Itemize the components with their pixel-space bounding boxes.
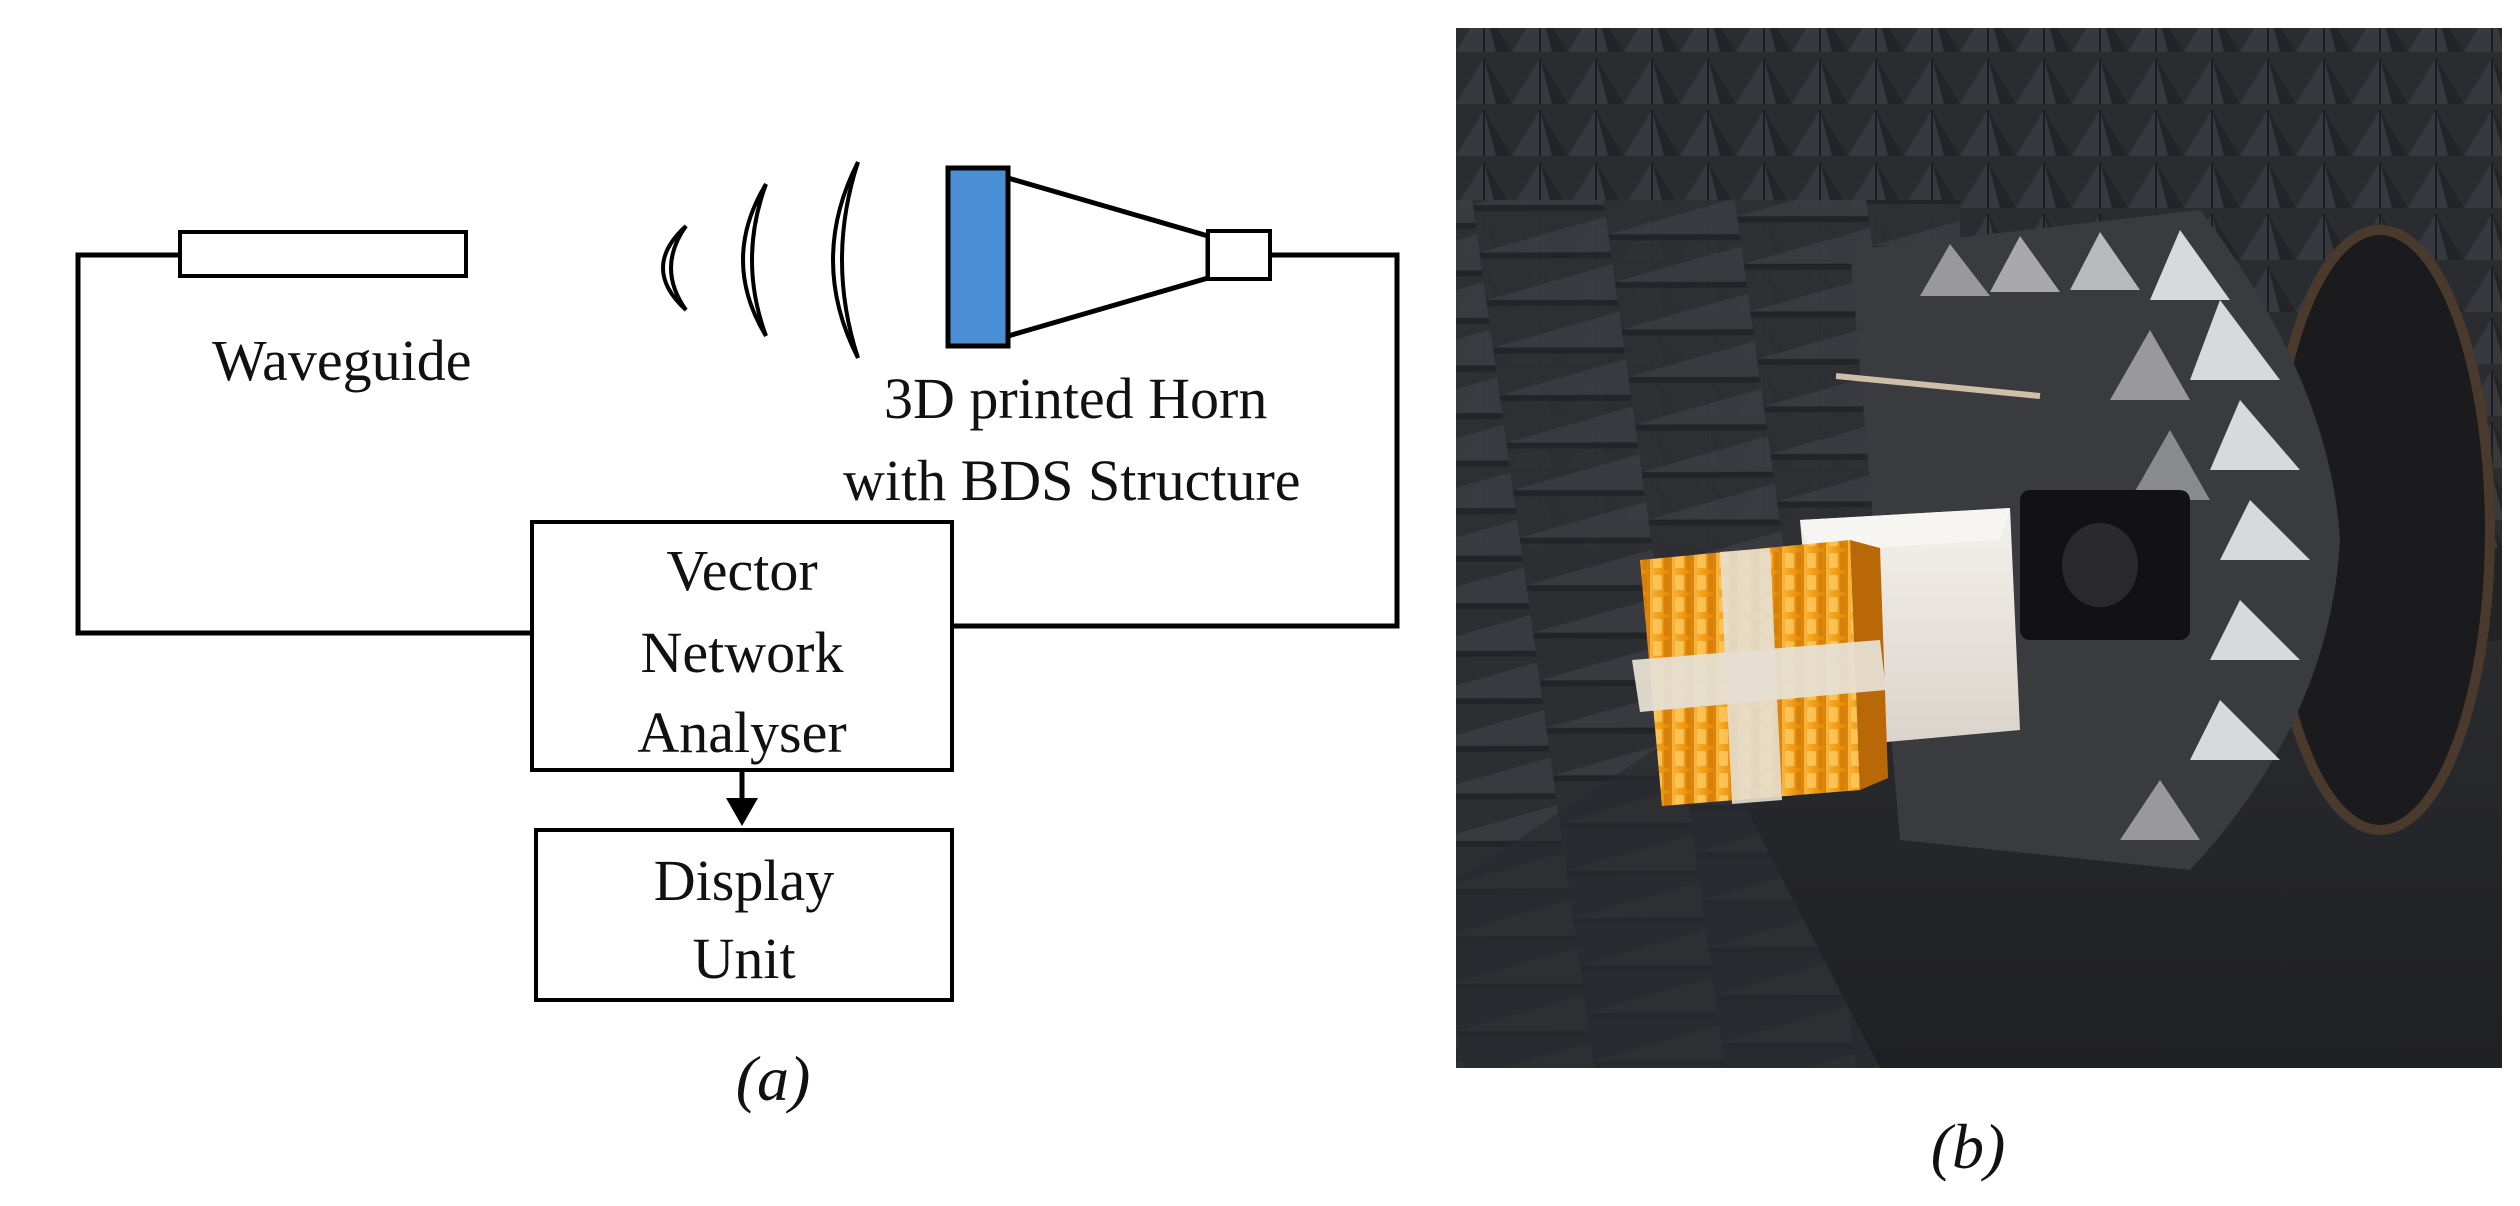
caption-a: (a) — [736, 1043, 811, 1114]
tape-band-vertical — [1720, 548, 1782, 804]
display-label-line2: Unit — [692, 926, 795, 991]
setup-diagram: Waveguide 3D printed Horn with BDS Struc… — [75, 161, 1400, 1114]
horn-label-line1: 3D printed Horn — [884, 366, 1267, 431]
vna-label-line3: Analyser — [637, 700, 846, 765]
vna-label-line2: Network — [641, 620, 844, 685]
display-unit-box — [534, 828, 954, 1002]
vna-label-line1: Vector — [666, 538, 817, 603]
wavefront-icon — [661, 161, 860, 359]
display-label-line1: Display — [654, 848, 834, 913]
horn-label-line2: with BDS Structure — [843, 448, 1301, 513]
horn-feed-icon — [1206, 229, 1272, 281]
cable-left — [75, 252, 530, 636]
chamber-photo: (b) — [1456, 28, 2502, 1182]
waveguide-label: Waveguide — [212, 328, 471, 393]
caption-b: (b) — [1931, 1111, 2006, 1182]
horn-antenna-icon — [1005, 174, 1211, 340]
bds-structure-icon — [945, 165, 1011, 349]
cable-right — [952, 252, 1400, 629]
waveguide-icon — [178, 230, 468, 278]
arrow-down-icon — [726, 798, 758, 826]
drum-spikes — [1920, 230, 2310, 840]
